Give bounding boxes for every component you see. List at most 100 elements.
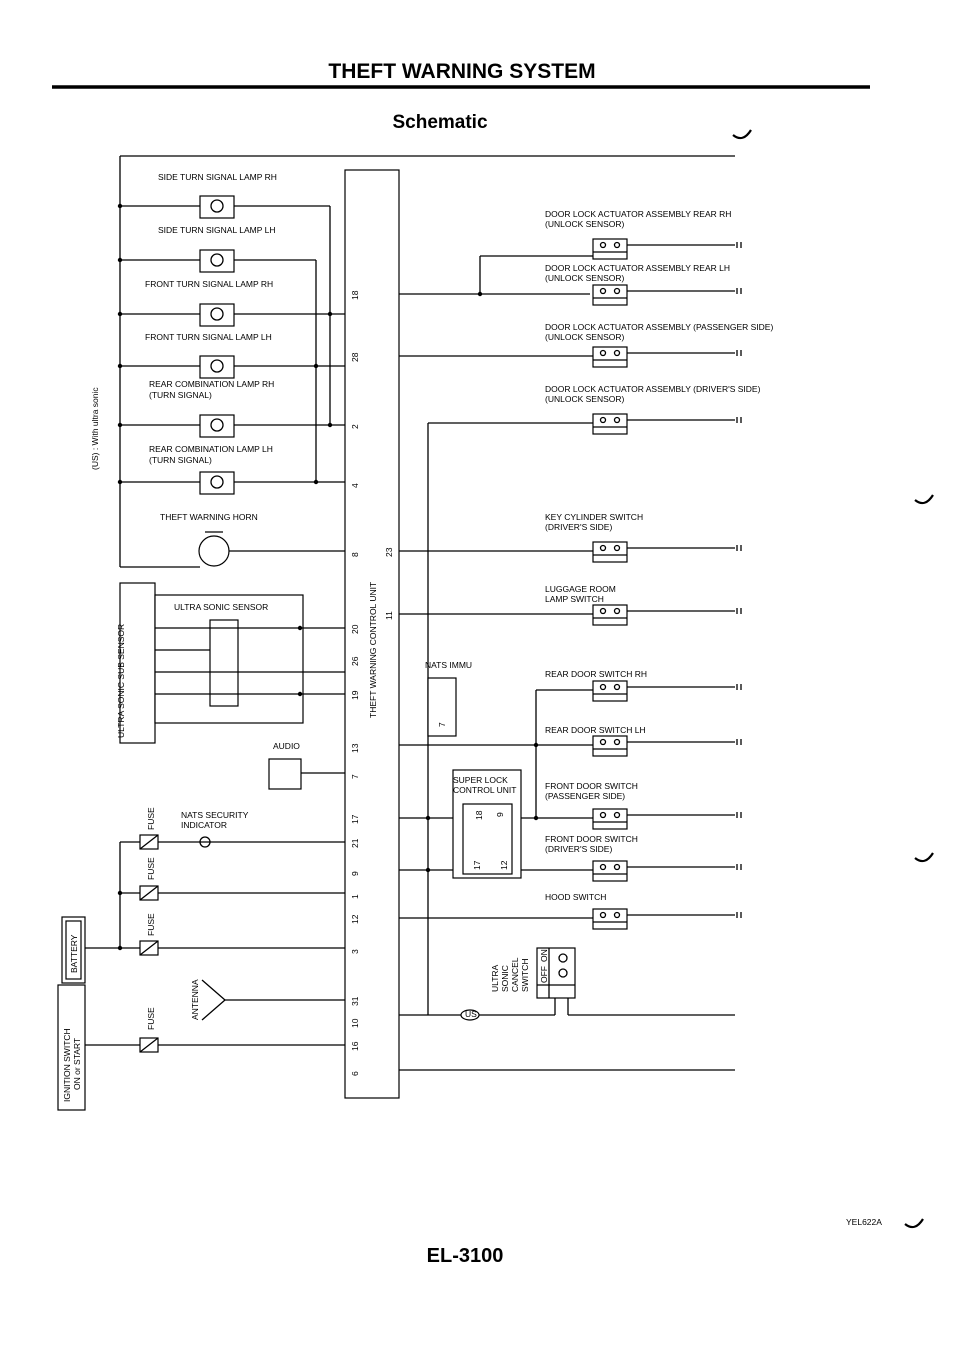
nats-immu-pin: 7 <box>437 722 447 727</box>
switch-contact-icon <box>599 738 607 746</box>
corner-mark <box>914 852 934 863</box>
page-title: THEFT WARNING SYSTEM <box>328 60 595 83</box>
rear-door-switch-lh: REAR DOOR SWITCH LH <box>545 725 742 757</box>
control-unit-pin-label: 16 <box>350 1041 360 1051</box>
switch-contact-icon <box>599 349 607 357</box>
switch-contact-icon <box>599 544 607 552</box>
switch-contact-icon <box>613 287 621 295</box>
ultra-sonic-sensor: ULTRA SONIC SUB SENSOR ULTRA SONIC SENSO… <box>116 582 345 744</box>
control-unit-pin-label: 19 <box>350 690 360 700</box>
switch-contact-icon <box>599 287 607 295</box>
switch-contact-icon <box>599 863 607 871</box>
control-unit-box <box>344 169 400 1099</box>
hood-switch-label: HOOD SWITCH <box>545 892 606 902</box>
door-lock-actuator-rear-lh-label-2: (UNLOCK SENSOR) <box>545 273 625 283</box>
super-lock-label-1: SUPER LOCK <box>453 775 508 785</box>
control-unit-pin-label: 7 <box>350 774 360 779</box>
rear-door-switch-rh-label: REAR DOOR SWITCH RH <box>545 669 647 679</box>
control-unit-pin-label: 4 <box>350 483 360 488</box>
side-turn-lamp-lh: SIDE TURN SIGNAL LAMP LH <box>120 225 317 482</box>
rear-combo-rh-label-1: REAR COMBINATION LAMP RH <box>149 379 274 389</box>
lamp-icon <box>210 307 224 321</box>
off-label: OFF <box>539 966 549 983</box>
fuse-2: FUSE <box>139 857 345 901</box>
control-unit-pin-label: 2 <box>350 424 360 429</box>
figure-code: YEL622A <box>846 1217 882 1227</box>
control-unit-pin-label: 6 <box>350 1071 360 1076</box>
side-turn-lamp-lh-label: SIDE TURN SIGNAL LAMP LH <box>158 225 275 235</box>
front-turn-lamp-rh-label: FRONT TURN SIGNAL LAMP RH <box>145 279 273 289</box>
ignition-switch: IGNITION SWITCH ON or START <box>57 984 86 1111</box>
ultra-sonic-sub-sensor-label: ULTRA SONIC SUB SENSOR <box>116 624 126 738</box>
control-unit-pin-label: 17 <box>350 814 360 824</box>
right-switch-group: DOOR LOCK ACTUATOR ASSEMBLY REAR RH(UNLO… <box>399 209 773 930</box>
door-lock-actuator-rear-lh-label: DOOR LOCK ACTUATOR ASSEMBLY REAR LH <box>545 263 730 273</box>
rear-combination-lamp-rh: REAR COMBINATION LAMP RH (TURN SIGNAL) <box>120 379 345 438</box>
front-door-switch-passenger: FRONT DOOR SWITCH(PASSENGER SIDE) <box>545 781 742 830</box>
switch-contact-icon <box>613 241 621 249</box>
fuse-3: FUSE <box>139 913 345 956</box>
corner-mark <box>904 1218 924 1229</box>
ultra-sonic-sensor-label: ULTRA SONIC SENSOR <box>174 602 268 612</box>
super-lock-pin-9: 9 <box>495 812 505 817</box>
front-turn-lamp-rh: FRONT TURN SIGNAL LAMP RH <box>120 279 345 327</box>
front-turn-lamp-lh-label: FRONT TURN SIGNAL LAMP LH <box>145 332 272 342</box>
horn-label: THEFT WARNING HORN <box>160 512 258 522</box>
switch-contact-icon <box>599 416 607 424</box>
control-unit-label: THEFT WARNING CONTROL UNIT <box>368 582 378 718</box>
lamp-icon <box>210 418 224 432</box>
door-lock-actuator-driver-label: DOOR LOCK ACTUATOR ASSEMBLY (DRIVER'S SI… <box>545 384 761 394</box>
switch-contact-icon <box>613 811 621 819</box>
us-tag <box>460 1009 480 1021</box>
rear-combination-lamp-lh: REAR COMBINATION LAMP LH (TURN SIGNAL) <box>120 444 345 495</box>
control-unit-pin-label: 11 <box>384 611 394 620</box>
on-label: ON <box>539 949 549 962</box>
rear-combo-rh-label-2: (TURN SIGNAL) <box>149 390 212 400</box>
door-lock-actuator-passenger-label-2: (UNLOCK SENSOR) <box>545 332 625 342</box>
key-cylinder-switch-label-2: (DRIVER'S SIDE) <box>545 522 612 532</box>
super-lock-control-unit: SUPER LOCK CONTROL UNIT 18 9 17 12 <box>452 769 522 879</box>
fuse-1-label: FUSE <box>146 807 156 830</box>
control-unit-pin-label: 3 <box>350 949 360 954</box>
fuse-3-label: FUSE <box>146 913 156 936</box>
ignition-label-2: ON or START <box>72 1038 82 1090</box>
control-unit-pin-label: 21 <box>350 838 360 848</box>
theft-warning-horn: THEFT WARNING HORN <box>160 512 345 567</box>
hood-switch: HOOD SWITCH <box>545 892 742 930</box>
front-turn-lamp-lh: FRONT TURN SIGNAL LAMP LH <box>120 332 345 379</box>
cancel-sw-2: SONIC <box>500 965 510 992</box>
audio-unit: AUDIO <box>268 741 345 790</box>
switch-contact-icon <box>613 911 621 919</box>
luggage-room-lamp-switch-label: LUGGAGE ROOM <box>545 584 616 594</box>
page-number: EL-3100 <box>427 1245 504 1267</box>
switch-contact-icon <box>613 683 621 691</box>
cancel-sw-1: ULTRA <box>490 964 500 992</box>
corner-mark <box>732 129 752 140</box>
control-unit-pin-label: 13 <box>350 743 360 753</box>
super-lock-label-2: CONTROL UNIT <box>453 785 516 795</box>
control-unit-pin-label: 12 <box>350 914 360 924</box>
rear-door-switch-lh-label: REAR DOOR SWITCH LH <box>545 725 646 735</box>
rear-combo-lh-label-2: (TURN SIGNAL) <box>149 455 212 465</box>
battery: BATTERY <box>61 916 86 984</box>
fuse-4-label: FUSE <box>146 1007 156 1030</box>
switch-contact-icon <box>599 241 607 249</box>
lamp-icon <box>210 359 224 373</box>
control-unit-pin-label: 31 <box>350 996 360 1006</box>
door-lock-actuator-passenger: DOOR LOCK ACTUATOR ASSEMBLY (PASSENGER S… <box>545 322 773 368</box>
switch-contact-icon <box>613 416 621 424</box>
switch-contact-icon <box>613 738 621 746</box>
door-lock-actuator-rear-rh: DOOR LOCK ACTUATOR ASSEMBLY REAR RH(UNLO… <box>545 209 742 260</box>
nats-security-indicator: NATS SECURITY INDICATOR <box>158 810 345 848</box>
nats-indicator-label-2: INDICATOR <box>181 820 227 830</box>
control-unit-pin-label: 9 <box>350 871 360 876</box>
control-unit-pin-label: 18 <box>350 290 360 300</box>
super-lock-pin-17: 17 <box>472 860 482 870</box>
door-lock-actuator-rear-lh: DOOR LOCK ACTUATOR ASSEMBLY REAR LH(UNLO… <box>545 263 742 306</box>
fuse-1: FUSE <box>139 807 159 850</box>
audio-label: AUDIO <box>273 741 300 751</box>
us-note: (US) : With ultra sonic <box>90 387 100 470</box>
